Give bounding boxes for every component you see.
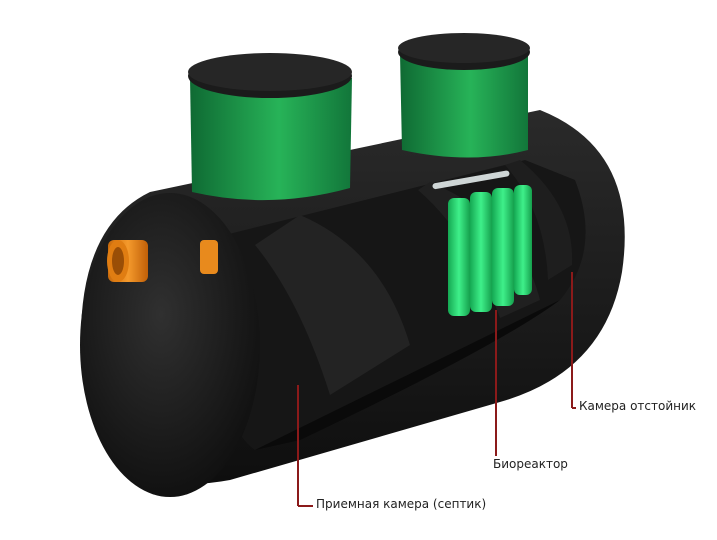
label-settling-chamber: Камера отстойник	[576, 398, 700, 414]
tank-end-cap	[80, 193, 260, 497]
label-receiving-chamber: Приемная камера (септик)	[313, 496, 490, 512]
bio-media-1	[448, 198, 470, 316]
interior-floor	[255, 300, 560, 450]
avito-watermark: Avito	[644, 500, 714, 526]
manhole-neck-left	[190, 78, 352, 201]
manhole-neck-right	[400, 54, 528, 158]
inner-pipe	[200, 240, 218, 274]
manhole-lid-right-top	[398, 33, 530, 63]
partition-wall-1	[255, 215, 410, 395]
bio-media-2	[470, 192, 492, 312]
bio-media-4	[514, 185, 532, 295]
avito-logo-icon	[616, 499, 639, 524]
manhole-lid-left-top	[188, 53, 352, 91]
inlet-pipe-hole	[112, 247, 124, 275]
label-bioreactor: Биореактор	[490, 456, 571, 472]
partition-wall-3	[505, 160, 573, 280]
bio-media-3	[492, 188, 514, 306]
bioreactor-rod	[432, 170, 510, 190]
